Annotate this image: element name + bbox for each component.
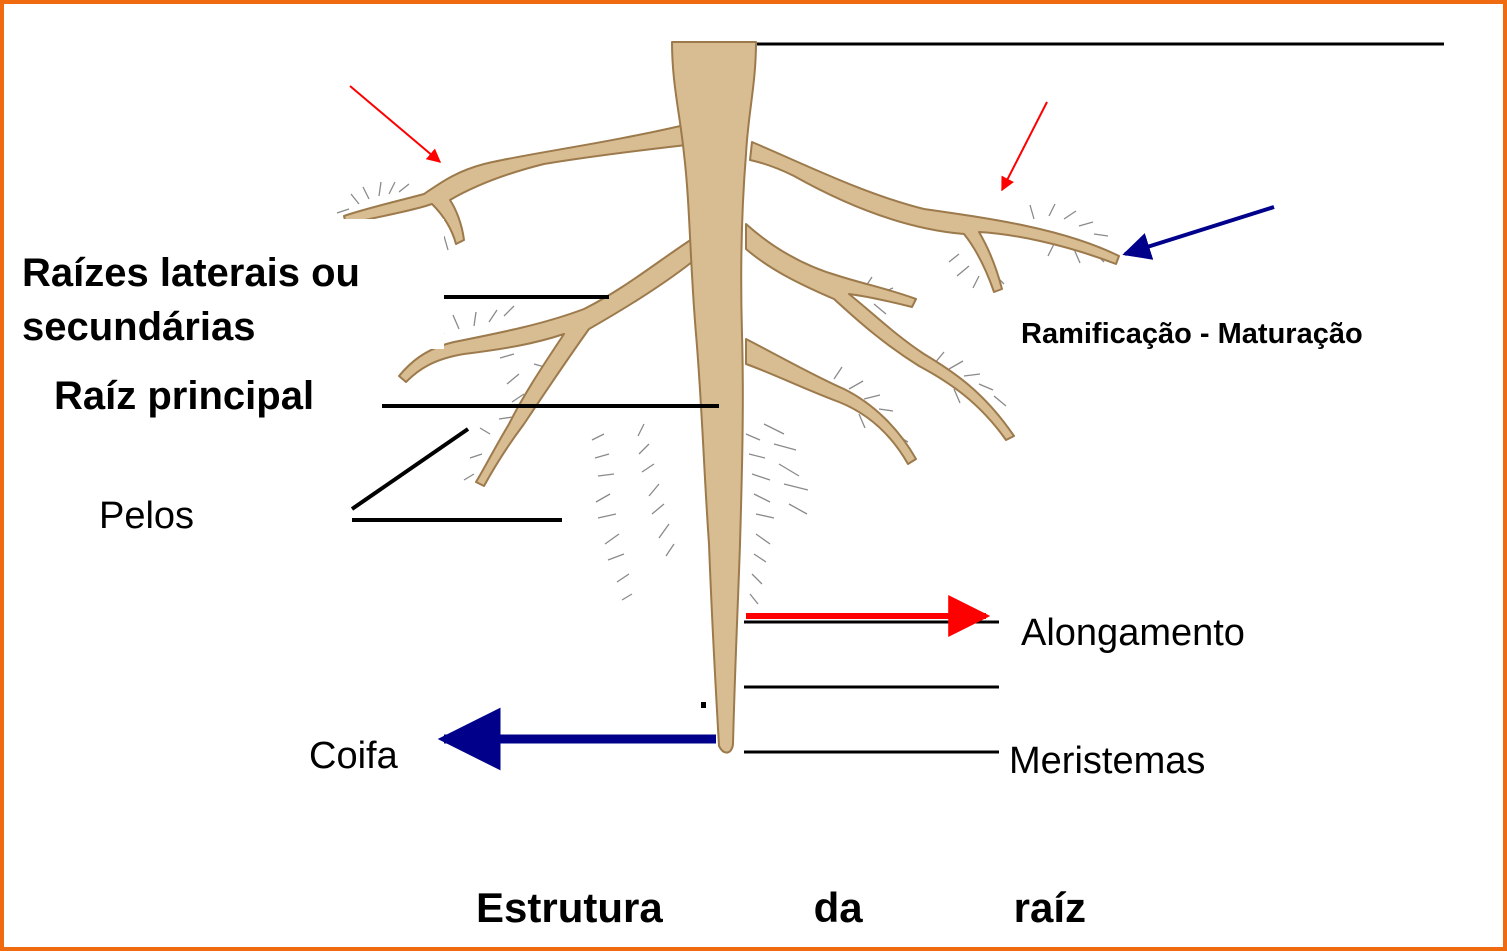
arrow-blue-ramificacao [1125,207,1274,254]
arrow-red-right [1002,102,1047,190]
label-coifa: Coifa [309,737,398,775]
root-diagram [4,4,1503,947]
diagram-title: Estrutura da raíz [476,884,1086,932]
title-word-3: raíz [1014,884,1086,932]
label-ramificacao-maturacao: Ramificação - Maturação [1021,320,1363,349]
label-raiz-principal: Raíz principal [54,376,314,416]
label-alongamento: Alongamento [1021,614,1245,652]
label-raizes-laterais-text: Raízes laterais ou secundárias [22,251,360,349]
root-body [344,42,1119,753]
label-lines [352,44,1444,752]
title-word-2: da [814,884,863,932]
title-word-1: Estrutura [476,884,663,932]
label-raizes-laterais: Raízes laterais ou secundárias [22,246,360,354]
label-meristemas: Meristemas [1009,742,1205,780]
label-pelos: Pelos [99,497,194,535]
line-pelos-diagonal [352,429,468,509]
arrow-red-left [350,86,440,162]
dot-marker [701,702,706,708]
